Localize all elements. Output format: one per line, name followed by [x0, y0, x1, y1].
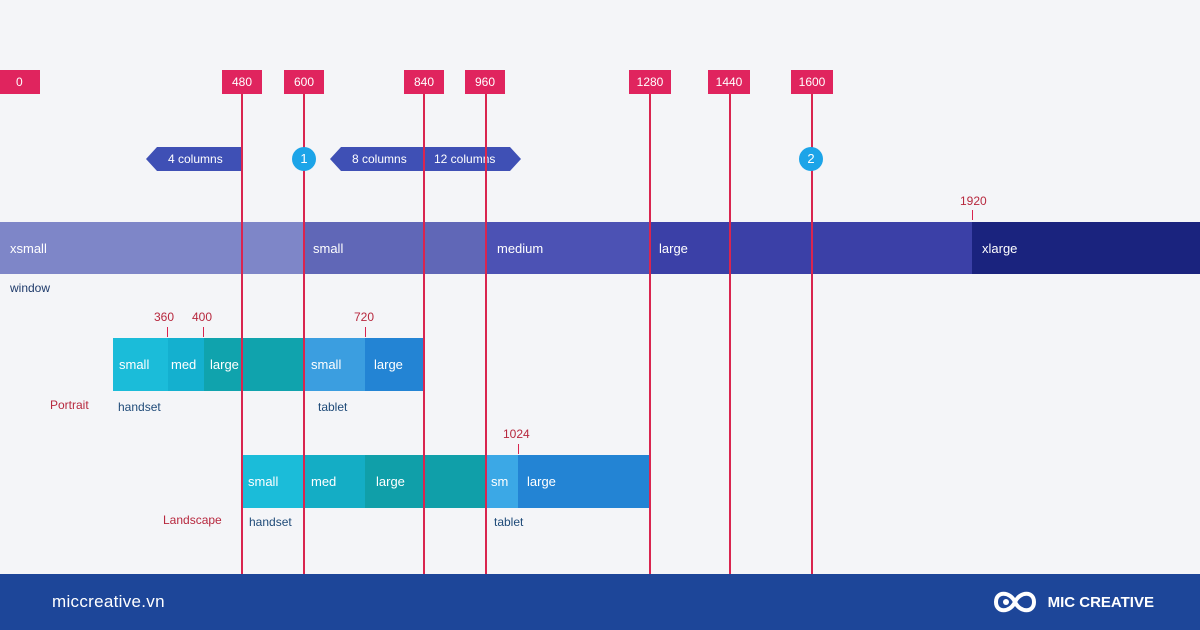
- badge-2: 2: [799, 147, 823, 171]
- columns-pill-4: 4 columns: [146, 147, 241, 171]
- breakpoint-line-600: [303, 94, 305, 574]
- portrait-label: Portrait: [50, 398, 89, 412]
- portrait-segment-med: med: [168, 338, 204, 391]
- breakpoint-line-840: [423, 94, 425, 574]
- brand: MIC CREATIVE: [992, 587, 1154, 617]
- portrait-caption-handset: handset: [118, 400, 161, 414]
- breakpoint-tag-1600: 1600: [791, 70, 833, 94]
- breakpoint-line-960: [485, 94, 487, 574]
- breakpoint-tag-1280: 1280: [629, 70, 671, 94]
- landscape-marker-1024: 1024: [503, 427, 530, 441]
- window-caption: window: [10, 281, 51, 295]
- breakpoint-line-1280: [649, 94, 651, 574]
- breakpoint-line-1440: [729, 94, 731, 574]
- portrait-segment-small: small: [113, 338, 168, 391]
- brand-logo-icon: [993, 591, 1036, 613]
- landscape-segment-tablet-sm: sm: [486, 455, 518, 508]
- breakpoint-line-1600: [811, 94, 813, 574]
- breakpoint-tag-1440: 1440: [708, 70, 750, 94]
- landscape-caption-tablet: tablet: [494, 515, 524, 529]
- window-marker-tick: [972, 210, 973, 220]
- breakpoint-tag-960: 960: [465, 70, 505, 94]
- window-marker-1920: 1920: [960, 194, 987, 208]
- brand-name: MIC CREATIVE: [1047, 593, 1154, 611]
- columns-pill-8: 8 columns: [330, 147, 424, 171]
- portrait-segment-large: large: [204, 338, 304, 391]
- landscape-segment-large: large: [365, 455, 486, 508]
- portrait-segment-tablet-small: small: [304, 338, 365, 391]
- portrait-marker-tick-360: [167, 327, 168, 337]
- landscape-marker-tick-1024: [518, 444, 519, 454]
- portrait-marker-720: 720: [354, 310, 375, 324]
- portrait-segment-tablet-large: large: [365, 338, 424, 391]
- portrait-marker-tick-720: [365, 327, 366, 337]
- portrait-marker-tick-400: [203, 327, 204, 337]
- window-segment-xlarge: xlarge: [972, 222, 1200, 274]
- breakpoint-tag-0: 0: [0, 70, 40, 94]
- window-segment-small: small: [304, 222, 486, 274]
- portrait-marker-400: 400: [192, 310, 213, 324]
- landscape-caption-handset: handset: [249, 515, 292, 529]
- landscape-segment-tablet-large: large: [518, 455, 650, 508]
- window-segment-medium: medium: [486, 222, 650, 274]
- columns-pill-12: 12 columns: [425, 147, 521, 171]
- badge-1: 1: [292, 147, 316, 171]
- breakpoint-line-480: [241, 94, 243, 574]
- breakpoint-tag-840: 840: [404, 70, 444, 94]
- footer-website-link[interactable]: miccreative.vn: [52, 592, 165, 611]
- breakpoint-tag-600: 600: [284, 70, 324, 94]
- portrait-marker-360: 360: [154, 310, 175, 324]
- footer-bar: miccreative.vn MIC CREATIVE: [0, 574, 1200, 630]
- landscape-label: Landscape: [163, 513, 222, 527]
- landscape-segment-small: small: [242, 455, 304, 508]
- landscape-segment-med: med: [304, 455, 365, 508]
- breakpoint-tag-480: 480: [222, 70, 262, 94]
- portrait-caption-tablet: tablet: [318, 400, 348, 414]
- window-segment-xsmall: xsmall: [0, 222, 304, 274]
